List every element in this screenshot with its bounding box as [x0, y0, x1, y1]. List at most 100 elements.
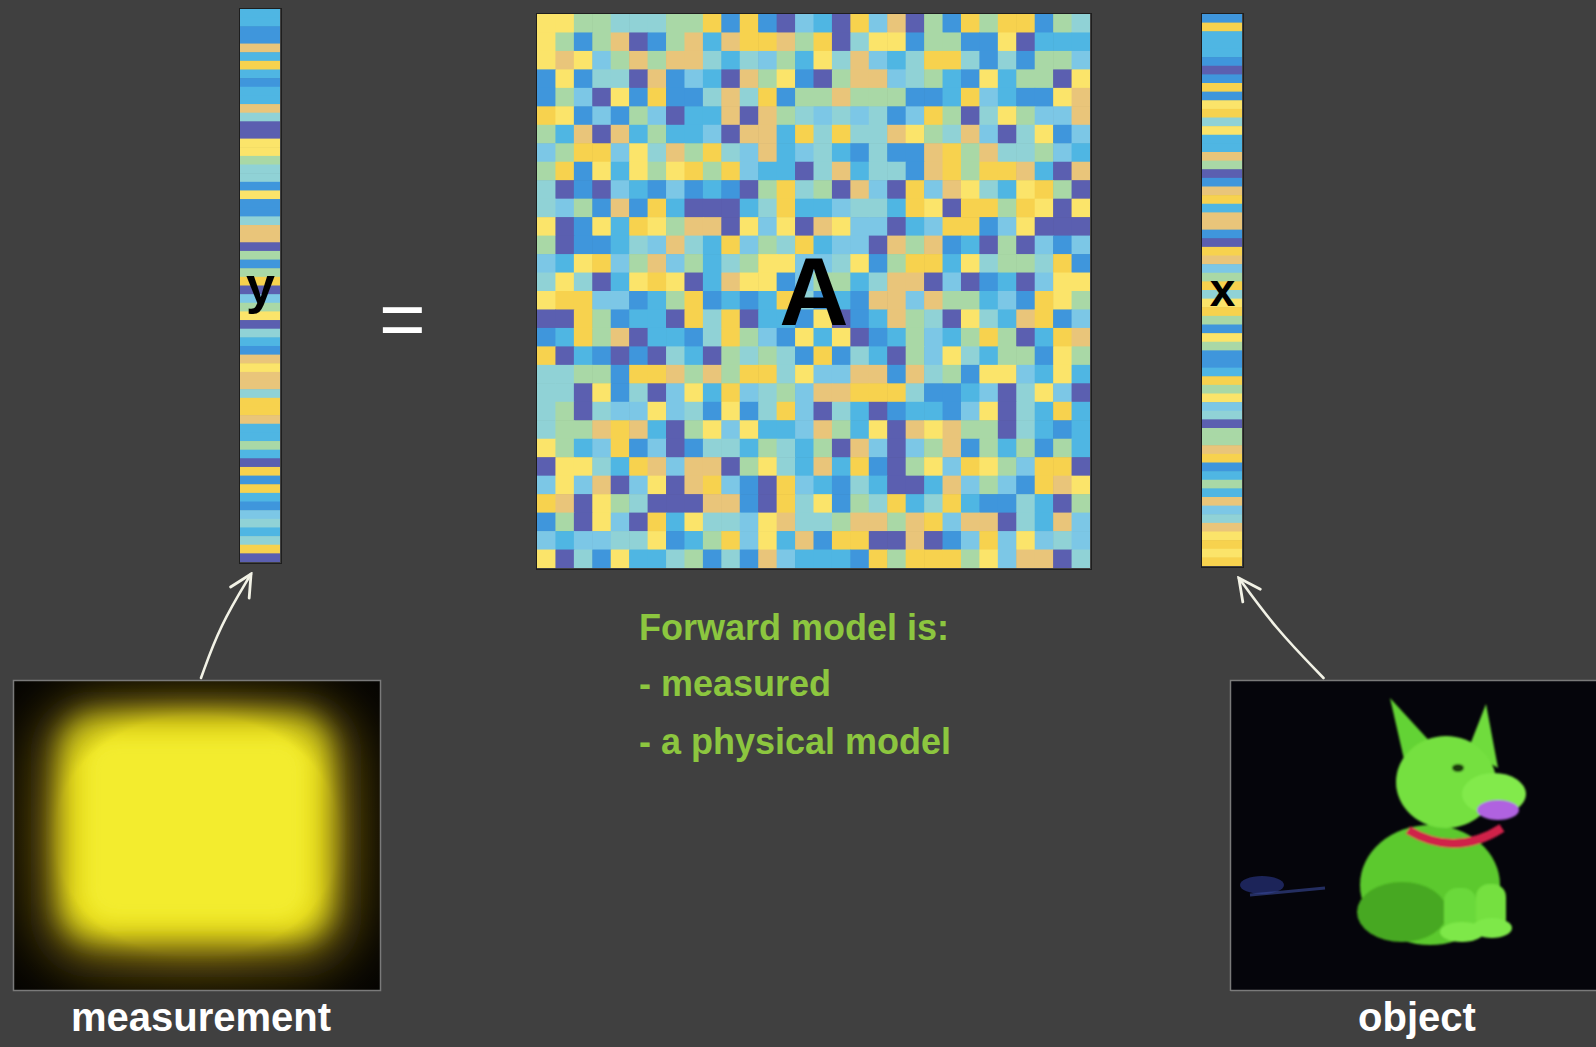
matrix-cell — [629, 383, 648, 402]
matrix-cell — [555, 365, 574, 384]
matrix-cell — [850, 365, 869, 384]
matrix-cell — [832, 69, 851, 88]
matrix-cell — [1053, 494, 1072, 513]
matrix-cell — [758, 402, 777, 421]
matrix-cell — [740, 531, 759, 550]
matrix-cell — [814, 383, 833, 402]
matrix-cell — [740, 273, 759, 292]
matrix-cell — [906, 402, 925, 421]
matrix-cell — [869, 51, 888, 70]
matrix-cell — [998, 383, 1017, 402]
matrix-cell — [240, 26, 280, 35]
matrix-cell — [740, 513, 759, 532]
matrix-cell — [1053, 346, 1072, 365]
matrix-cell — [869, 180, 888, 199]
vignette — [13, 680, 381, 991]
matrix-cell — [555, 420, 574, 439]
matrix-cell — [795, 106, 814, 125]
matrix-cell — [906, 346, 925, 365]
matrix-cell — [832, 420, 851, 439]
matrix-cell — [240, 182, 280, 191]
matrix-cell — [1202, 135, 1242, 144]
matrix-cell — [574, 439, 593, 458]
matrix-cell — [1202, 83, 1242, 92]
matrix-cell — [574, 513, 593, 532]
matrix-cell — [961, 494, 980, 513]
matrix-cell — [629, 162, 648, 181]
matrix-cell — [703, 14, 722, 33]
matrix-cell — [684, 217, 703, 236]
matrix-cell — [592, 328, 611, 347]
matrix-cell — [1202, 540, 1242, 549]
matrix-cell — [574, 476, 593, 495]
matrix-cell — [998, 254, 1017, 273]
matrix-cell — [887, 513, 906, 532]
matrix-cell — [1202, 109, 1242, 118]
matrix-cell — [537, 14, 556, 33]
matrix-cell — [740, 14, 759, 33]
matrix-cell — [666, 273, 685, 292]
matrix-cell — [869, 32, 888, 51]
matrix-cell — [887, 420, 906, 439]
matrix-cell — [721, 69, 740, 88]
matrix-cell — [703, 254, 722, 273]
matrix-cell — [943, 162, 962, 181]
matrix-cell — [1053, 125, 1072, 144]
matrix-cell — [777, 476, 796, 495]
matrix-cell — [703, 143, 722, 162]
matrix-cell — [721, 291, 740, 310]
matrix-cell — [814, 439, 833, 458]
matrix-cell — [1072, 51, 1090, 70]
matrix-cell — [1202, 23, 1242, 32]
matrix-cell — [240, 95, 280, 104]
matrix-cell — [611, 217, 630, 236]
matrix-cell — [240, 61, 280, 70]
matrix-cell — [684, 162, 703, 181]
matrix-cell — [943, 14, 962, 33]
matrix-cell — [924, 291, 943, 310]
matrix-cell — [629, 88, 648, 107]
matrix-cell — [537, 402, 556, 421]
matrix-cell — [850, 328, 869, 347]
matrix-cell — [795, 125, 814, 144]
matrix-cell — [1035, 309, 1054, 328]
matrix-cell — [721, 14, 740, 33]
matrix-cell — [832, 457, 851, 476]
matrix-cell — [795, 365, 814, 384]
matrix-cell — [1072, 254, 1090, 273]
matrix-cell — [721, 217, 740, 236]
matrix-cell — [1053, 236, 1072, 255]
matrix-cell — [611, 14, 630, 33]
matrix-cell — [906, 531, 925, 550]
matrix-cell — [240, 355, 280, 364]
matrix-cell — [721, 88, 740, 107]
matrix-cell — [814, 476, 833, 495]
matrix-cell — [832, 365, 851, 384]
matrix-cell — [592, 69, 611, 88]
matrix-cell — [961, 69, 980, 88]
matrix-cell — [574, 14, 593, 33]
matrix-cell — [1053, 439, 1072, 458]
matrix-cell — [758, 291, 777, 310]
matrix-cell — [574, 180, 593, 199]
matrix-cell — [703, 236, 722, 255]
matrix-cell — [887, 162, 906, 181]
matrix-cell — [814, 88, 833, 107]
matrix-cell — [1072, 199, 1090, 218]
matrix-cell — [906, 51, 925, 70]
matrix-cell — [777, 383, 796, 402]
matrix-cell — [629, 531, 648, 550]
image-caption: object — [1230, 995, 1596, 1039]
matrix-cell — [850, 14, 869, 33]
matrix-cell — [961, 236, 980, 255]
matrix-cell — [850, 513, 869, 532]
matrix-cell — [740, 143, 759, 162]
matrix-cell — [240, 536, 280, 545]
matrix-cell — [648, 162, 667, 181]
matrix-cell — [887, 106, 906, 125]
text-holder: y — [240, 9, 281, 563]
matrix-cell — [611, 88, 630, 107]
matrix-cell — [961, 106, 980, 125]
matrix-cell — [648, 494, 667, 513]
matrix-cell — [666, 180, 685, 199]
